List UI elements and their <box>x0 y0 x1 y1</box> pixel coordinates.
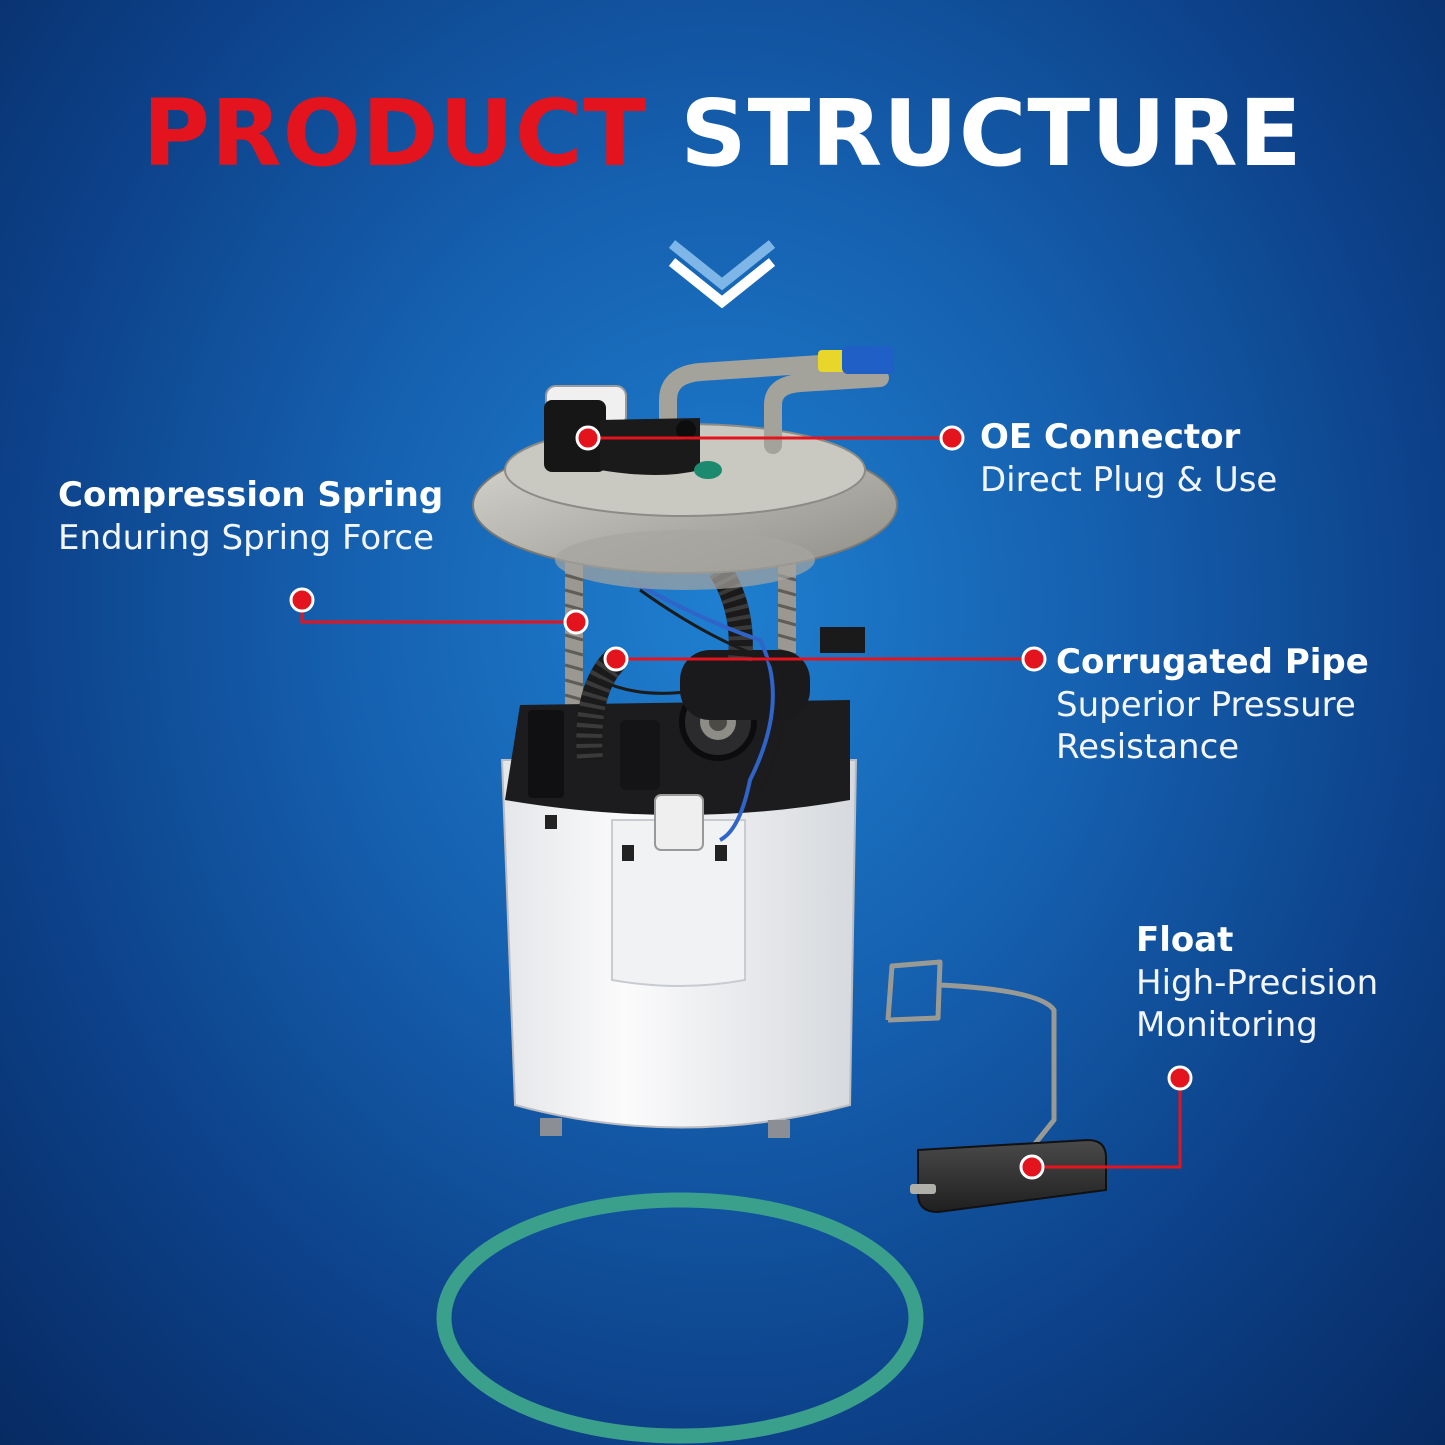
compression-spring-dot-a <box>289 587 315 613</box>
compression-spring-label: Compression Spring Enduring Spring Force <box>58 474 443 559</box>
corrugated-pipe-desc-line2: Resistance <box>1056 727 1240 767</box>
o-ring <box>436 1192 924 1444</box>
oe-connector-title: OE Connector <box>980 417 1241 457</box>
page-title: PRODUCT STRUCTURE <box>0 88 1445 180</box>
corrugated-pipe-label: Corrugated Pipe Superior Pressure Resist… <box>1056 641 1369 769</box>
compression-spring-callout-line <box>300 600 576 624</box>
corrugated-pipe-title: Corrugated Pipe <box>1056 642 1369 682</box>
compression-spring-title: Compression Spring <box>58 475 444 515</box>
corrugated-pipe-desc-line1: Superior Pressure <box>1056 684 1356 725</box>
oe-connector-dot-b <box>939 425 965 451</box>
fuel-outlet-tubes <box>659 351 889 449</box>
double-chevron-down-icon <box>668 240 776 308</box>
title-part1: PRODUCT <box>142 80 648 187</box>
corrugated-pipe-dot-a <box>603 646 629 672</box>
oe-connector-dot-a <box>575 425 601 451</box>
float-dot-a <box>1167 1065 1193 1091</box>
float-arm <box>885 959 1057 1152</box>
oe-connector-desc: Direct Plug & Use <box>980 459 1278 500</box>
float-desc-line1: High-Precision <box>1136 962 1379 1003</box>
float <box>917 1138 1107 1214</box>
compression-spring-desc: Enduring Spring Force <box>58 517 435 558</box>
oe-connector-label: OE Connector Direct Plug & Use <box>980 416 1277 501</box>
corrugated-pipe-dot-b <box>1021 646 1047 672</box>
oe-connector-body <box>544 400 606 472</box>
title-part2: STRUCTURE <box>680 80 1303 187</box>
compression-spring-dot-b <box>563 609 589 635</box>
float-desc-line2: Monitoring <box>1136 1005 1318 1045</box>
float-callout-line <box>1032 1078 1182 1169</box>
float-label: Float High-Precision Monitoring <box>1136 919 1378 1047</box>
float-title: Float <box>1136 920 1234 960</box>
float-dot-b <box>1019 1154 1045 1180</box>
